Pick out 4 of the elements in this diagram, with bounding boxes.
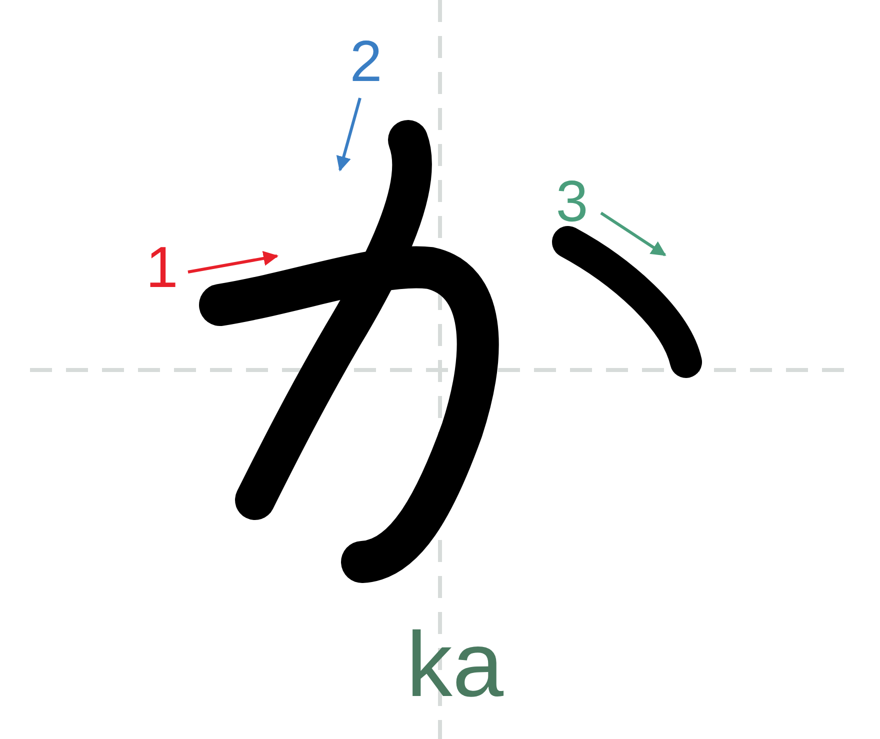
stroke-number: 1 — [146, 239, 178, 297]
romanization-label: ka — [406, 619, 504, 711]
stroke-number: 2 — [350, 33, 382, 91]
stroke-number: 3 — [556, 173, 588, 231]
